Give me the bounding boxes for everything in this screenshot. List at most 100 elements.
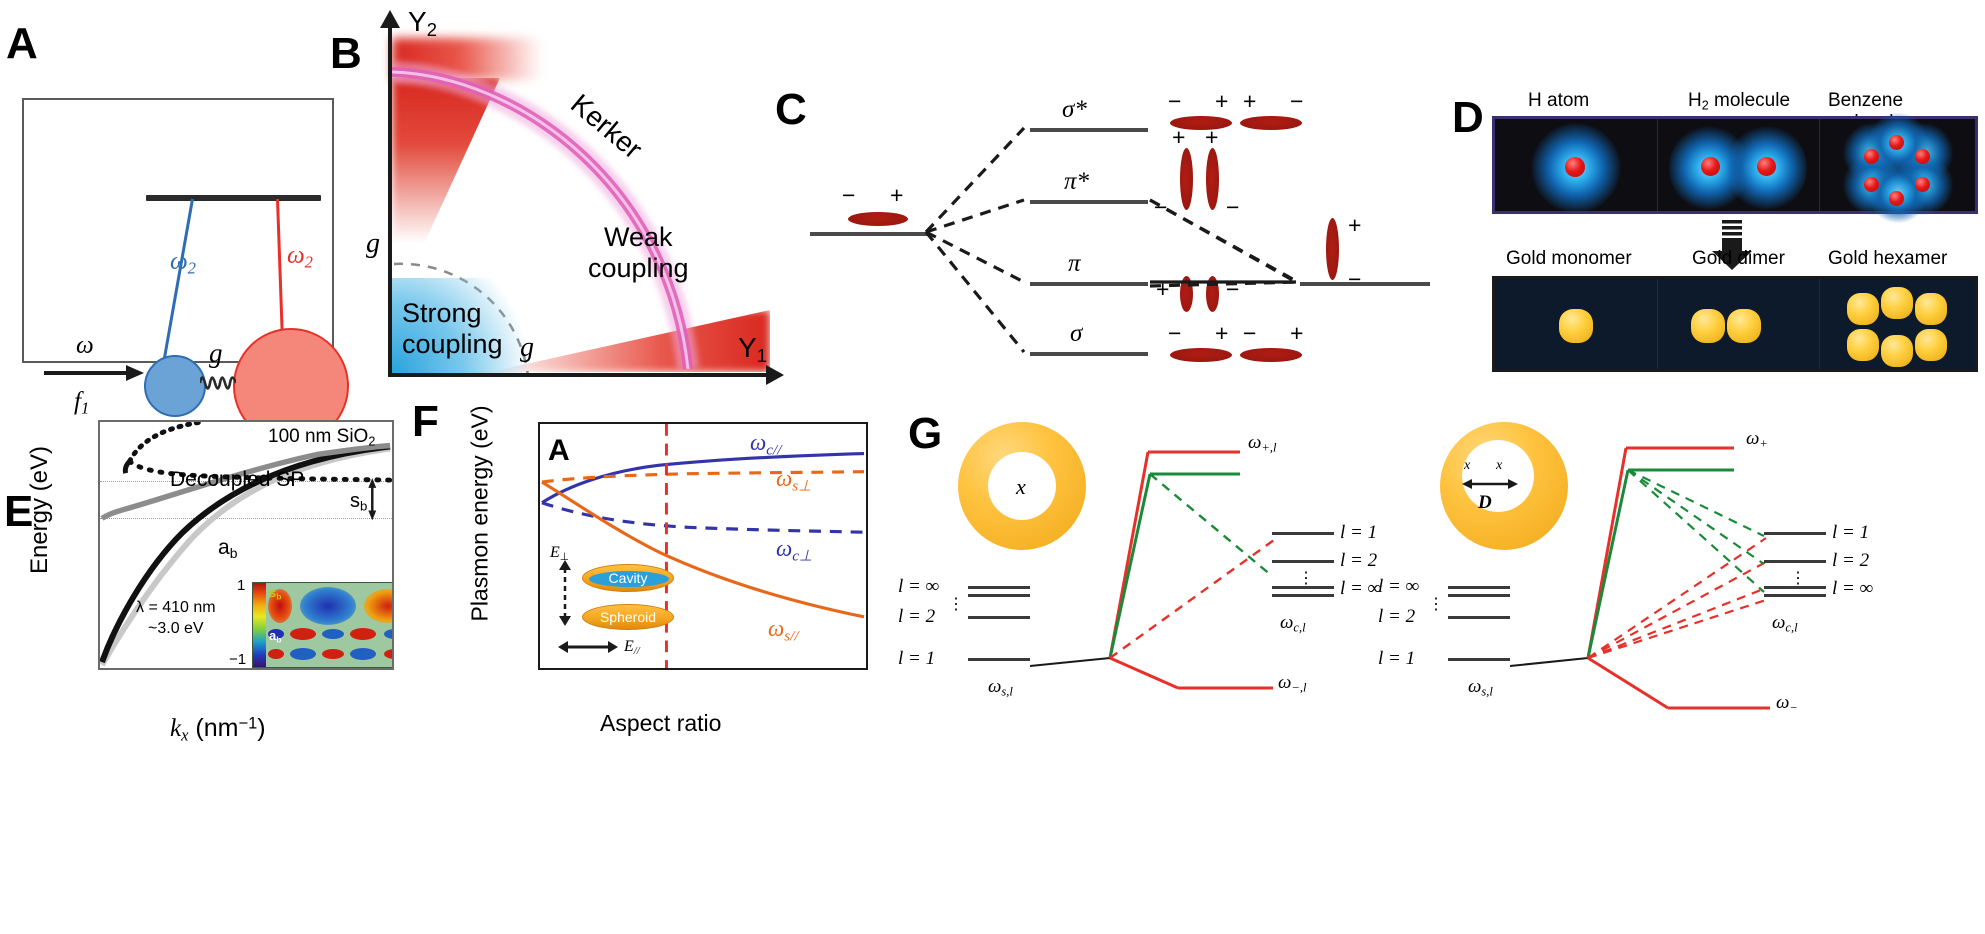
y2-axis xyxy=(388,22,392,377)
f-label-omega-s-perp: ωs⊥ xyxy=(776,466,812,495)
gold-monomer-disc xyxy=(1559,309,1593,343)
panel-c-letter: C xyxy=(775,85,807,134)
g-right-right-lvl-1 xyxy=(1764,532,1826,535)
caption-gold-dimer: Gold dimer xyxy=(1692,248,1785,269)
lobe-sigma-2 xyxy=(1240,348,1302,362)
f-label-omega-c-perp: ωc⊥ xyxy=(776,536,813,565)
gold-dimer-disc-2 xyxy=(1727,309,1761,343)
level-sigma-star xyxy=(1030,128,1148,132)
g-left-label-2: l = 2 xyxy=(898,606,936,627)
lobe-monomer-right xyxy=(1326,218,1339,280)
sign-sigma-star-1: + xyxy=(1215,88,1229,114)
g-right-right-label-1: l = 1 xyxy=(1832,522,1870,543)
benzene-nucleus-5 xyxy=(1864,177,1879,192)
g-right-right-lvl-inf-a xyxy=(1764,586,1826,589)
g-right-right-label-vdots: ⋮ xyxy=(1790,570,1806,587)
g-left-label-vdots: ⋮ xyxy=(948,596,964,613)
level-pi-star xyxy=(1030,200,1148,204)
gold-dimer-disc-1 xyxy=(1691,309,1725,343)
g-left-omega-plus-label: ω+,l xyxy=(1248,432,1277,455)
f-legend-cavity: Cavity xyxy=(582,564,674,592)
e-gridline-upper xyxy=(100,481,392,483)
panel-f-plot-area: A ωc// ωs⊥ ωc⊥ ωs// Cavity Spheroid xyxy=(538,422,868,670)
kerker-label: Kerker xyxy=(565,88,649,165)
g-left-right-lvl-1 xyxy=(1272,532,1334,535)
g-right-omega-plus-label: ω+ xyxy=(1746,428,1768,451)
molecular-orbital-image xyxy=(1492,113,1978,223)
h2-nucleus-right xyxy=(1757,157,1776,176)
label-pi-star: π* xyxy=(1064,168,1090,195)
gold-hexamer-disc-6 xyxy=(1847,293,1879,325)
sign-sigma-star-2: + xyxy=(1243,88,1257,114)
panel-d-diagram: H atom H2 molecule Benzene molecule Gold xyxy=(1480,90,1980,375)
g-left-label-1: l = 1 xyxy=(898,648,936,669)
gold-divider-2 xyxy=(1819,279,1820,369)
panel-g-letter: G xyxy=(908,409,943,458)
benzene-nucleus-4 xyxy=(1889,191,1904,206)
panel-e-plot-area: 100 nm SiO2 Decoupled SP sb ab λ = 410 n… xyxy=(98,420,394,670)
g-right-omega-s-label: ωs,l xyxy=(1468,676,1493,699)
sign-sigma-2: − xyxy=(1243,320,1257,346)
label-pi: π xyxy=(1068,250,1081,277)
f-legend-spheroid: Spheroid xyxy=(582,604,674,630)
f-legend-epar-arrow-icon xyxy=(558,641,618,653)
g-right-right-label-inf: l = ∞ xyxy=(1832,578,1874,599)
gold-nanoparticle-image xyxy=(1492,276,1978,372)
lobe-sigma-star-1 xyxy=(1170,116,1232,130)
sign-pi-star-bot-0: − xyxy=(1154,194,1168,220)
g-label-bottom: g xyxy=(520,332,534,363)
caption-gold-monomer: Gold monomer xyxy=(1506,248,1632,269)
g-right-label-vdots: ⋮ xyxy=(1428,596,1444,613)
f-inner-letter: A xyxy=(548,434,570,467)
f-legend-eperp-arrow-icon xyxy=(559,560,571,626)
lobe-sigma-star-2 xyxy=(1240,116,1302,130)
g-right-x1-label: x xyxy=(1464,458,1471,473)
e-wavelength-annotation: λ = 410 nm ~3.0 eV xyxy=(136,599,216,637)
e-inset-row-sb xyxy=(266,583,392,625)
caption-h2-molecule: H2 molecule xyxy=(1688,90,1791,113)
panel-b-letter: B xyxy=(330,29,362,78)
g-right-lvl-2 xyxy=(1448,616,1510,619)
y1-axis-label: Y1 xyxy=(738,332,767,367)
sign-pi-star-top-1: + xyxy=(1205,124,1219,150)
g-left-right-label-inf: l = ∞ xyxy=(1340,578,1382,599)
e-decoupled-sp-label: Decoupled SP xyxy=(170,468,305,491)
sign-pi-star-top-0: + xyxy=(1172,124,1186,150)
strong-coupling-region xyxy=(392,278,542,373)
gold-hexamer-disc-1 xyxy=(1881,287,1913,319)
y2-axis-label: Y2 xyxy=(408,6,437,41)
caption-h-atom: H atom xyxy=(1528,90,1590,111)
g-left-right-label-1: l = 1 xyxy=(1340,522,1378,543)
g-left-nanoshell-icon: x xyxy=(958,422,1086,550)
e-x-axis-label: kx (nm−1) xyxy=(170,714,266,745)
level-monomer-left xyxy=(810,232,928,236)
g-left-right-label-vdots: ⋮ xyxy=(1298,570,1314,587)
panel-f-chart: A ωc// ωs⊥ ωc⊥ ωs// Cavity Spheroid xyxy=(420,400,940,920)
g-left-omega-minus-label: ω−,l xyxy=(1278,672,1307,695)
sign-sigma-3: + xyxy=(1290,320,1304,346)
f-legend-eperp-label: E⊥ xyxy=(550,544,569,563)
gold-hexamer-disc-2 xyxy=(1915,293,1947,325)
sign-sigma-1: + xyxy=(1215,320,1229,346)
g-right-connectors xyxy=(1509,446,1770,710)
level-monomer-right xyxy=(1300,282,1430,286)
coupling-spring-icon xyxy=(200,376,236,390)
pendulum-rod-red xyxy=(276,198,284,334)
g-right-right-lvl-inf-b xyxy=(1764,594,1826,597)
g-left-lvl-inf-b xyxy=(968,594,1030,597)
lobe-monomer-left xyxy=(848,212,908,226)
g-right-right-label-2: l = 2 xyxy=(1832,550,1870,571)
gold-hexamer-disc-4 xyxy=(1881,335,1913,367)
e-ab-label: ab xyxy=(218,536,238,561)
level-connectors-right-2 xyxy=(1149,198,1299,288)
f-legend: Cavity Spheroid E⊥ E// xyxy=(550,544,684,664)
e-colorbar xyxy=(253,583,266,667)
g-left-right-lvl-inf-a xyxy=(1272,586,1334,589)
panel-e-letter: E xyxy=(4,487,34,536)
g-right-omega-minus-label: ω− xyxy=(1776,692,1798,715)
g-left-right-lvl-inf-b xyxy=(1272,594,1334,597)
panel-d-letter: D xyxy=(1452,93,1484,142)
g-left-right-lvl-2 xyxy=(1272,560,1334,563)
g-right-D-label: D xyxy=(1478,492,1492,513)
support-bar xyxy=(146,195,321,201)
